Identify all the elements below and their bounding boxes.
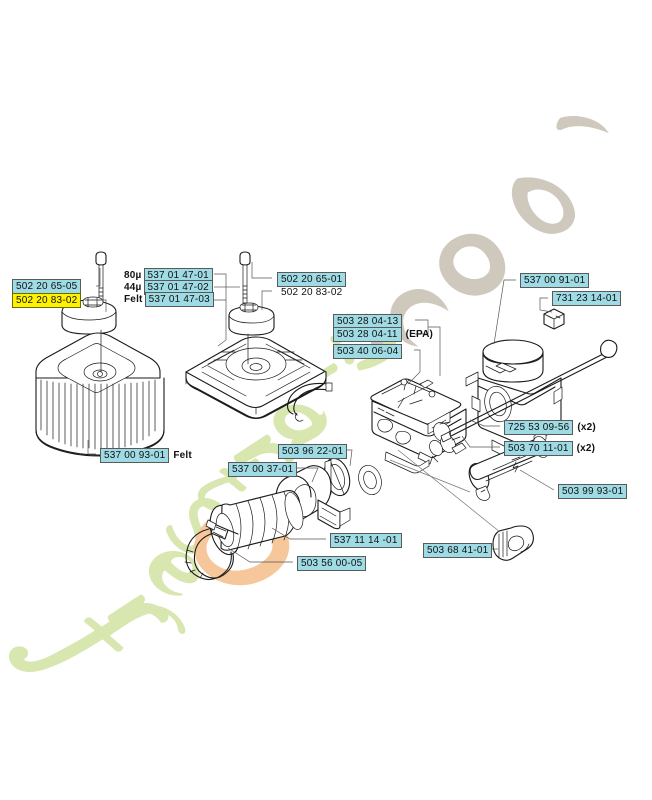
part-hex-nut	[543, 308, 565, 330]
label-502-20-65-01[interactable]: 502 20 65-01	[277, 272, 347, 287]
label-code: 502 20 83-02	[12, 293, 82, 308]
label-prefix: 44µ	[124, 282, 142, 293]
label-503-56-00-05[interactable]: 503 56 00-05	[297, 556, 367, 571]
label-code: 502 20 83-02	[281, 287, 343, 298]
label-code: 502 20 65-01	[277, 272, 347, 287]
label-503-28-04-11-epa[interactable]: 503 28 04-11(EPA)	[333, 327, 433, 342]
label-502-20-65-05[interactable]: 502 20 65-05	[12, 279, 82, 294]
label-suffix-epa: (EPA)	[405, 329, 434, 340]
label-code: 537 00 93-01	[100, 448, 170, 463]
label-537-00-91-01[interactable]: 537 00 91-01	[520, 273, 590, 288]
label-suffix-qty: (x2)	[576, 443, 596, 454]
label-731-23-14-01[interactable]: 731 23 14-01	[552, 291, 622, 306]
label-502-20-83-02[interactable]: 502 20 83-02	[277, 285, 346, 300]
label-537-00-37-01[interactable]: 537 00 37-01	[228, 462, 298, 477]
part-fuel-line	[287, 382, 333, 422]
label-503-99-93-01[interactable]: 503 99 93-01	[558, 484, 628, 499]
label-code: 537 11 14 -01	[330, 533, 402, 548]
part-primer-cover	[492, 525, 534, 561]
label-code: 503 68 41-01	[423, 543, 493, 558]
label-prefix: Felt	[124, 294, 143, 305]
label-prefix: 80µ	[124, 270, 142, 281]
label-503-96-22-01[interactable]: 503 96 22-01	[278, 444, 348, 459]
label-code: 502 20 65-05	[12, 279, 82, 294]
label-code: 503 70 11-01	[504, 441, 573, 456]
label-code: 503 96 22-01	[278, 444, 348, 459]
cover-knob	[228, 302, 275, 336]
label-502-20-83-02-highlighted[interactable]: 502 20 83-02	[12, 293, 82, 308]
part-intake-boot	[209, 490, 304, 556]
label-code: 503 56 00-05	[297, 556, 367, 571]
part-air-filter-pleated	[35, 251, 165, 457]
part-air-filter-cover	[185, 251, 327, 420]
label-503-40-06-04[interactable]: 503 40 06-04	[333, 344, 403, 359]
label-suffix-qty: (x2)	[577, 422, 596, 433]
label-code: 537 01 47-03	[144, 292, 214, 307]
label-code: 503 28 04-11	[333, 327, 402, 342]
label-537-11-14-01[interactable]: 537 11 14 -01	[330, 533, 402, 548]
filter-knob	[61, 296, 117, 335]
leader-lines	[87, 262, 555, 563]
label-code: 731 23 14-01	[552, 291, 622, 306]
part-throttle-rod	[440, 339, 618, 443]
label-503-70-11-01[interactable]: 503 70 11-01(x2)	[504, 441, 595, 456]
part-hose-clamp	[184, 519, 239, 581]
label-suffix-felt: Felt	[173, 450, 192, 461]
label-code: 725 53 09-56	[504, 420, 574, 435]
label-725-53-09-56[interactable]: 725 53 09-56(x2)	[504, 420, 596, 435]
label-code: 503 40 06-04	[333, 344, 403, 359]
label-503-68-41-01[interactable]: 503 68 41-01	[423, 543, 493, 558]
label-code: 537 00 37-01	[228, 462, 298, 477]
label-code: 537 00 91-01	[520, 273, 590, 288]
label-code: 503 99 93-01	[558, 484, 628, 499]
